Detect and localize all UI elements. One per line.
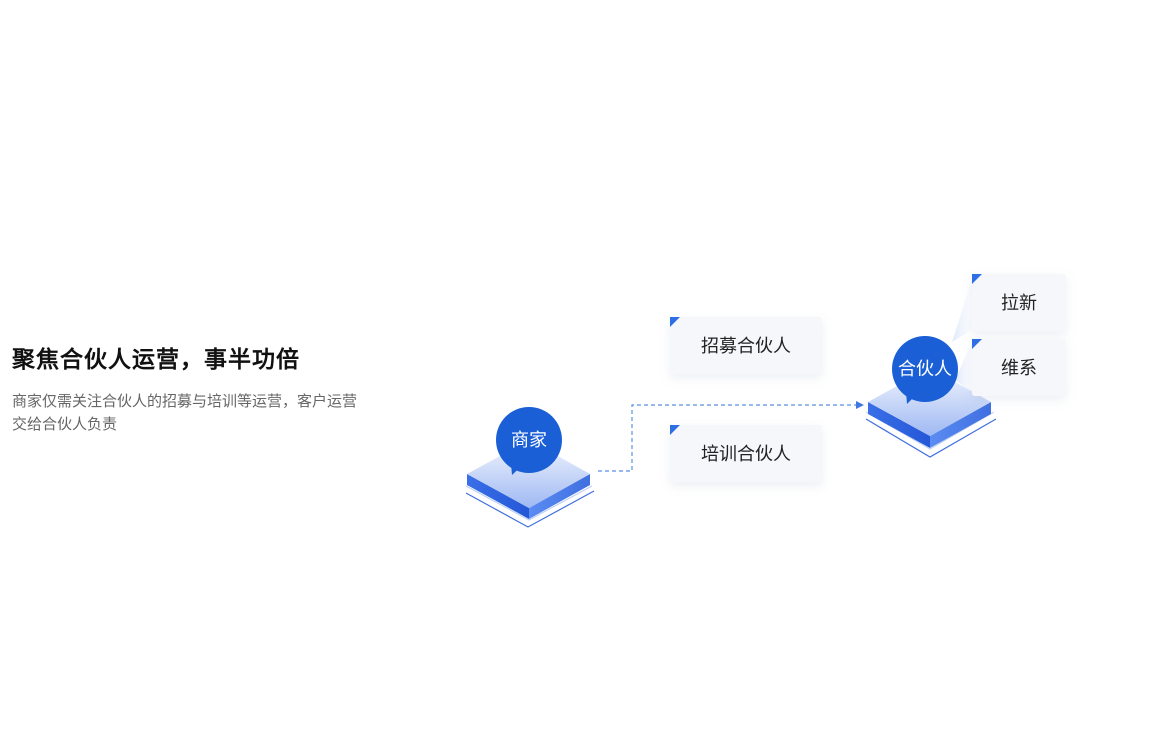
beam-shape	[955, 342, 972, 392]
beam-shape	[952, 280, 972, 342]
merchant-bubble: 商家	[496, 407, 562, 475]
task-card-train: 培训合伙人	[670, 425, 822, 482]
duty-label: 维系	[1001, 358, 1037, 379]
duty-card-acquire: 拉新	[972, 274, 1066, 331]
partner-bubble: 合伙人	[892, 336, 958, 404]
connector-arrowhead	[856, 401, 864, 409]
connector-line	[598, 404, 862, 472]
headline: 聚焦合伙人运营，事半功倍	[12, 347, 300, 373]
partner-platform	[865, 368, 997, 458]
description: 商家仅需关注合伙人的招募与培训等运营，客户运营交给合伙人负责	[12, 392, 358, 433]
task-label: 招募合伙人	[701, 336, 791, 357]
task-label: 培训合伙人	[701, 444, 791, 465]
duty-label: 拉新	[1001, 293, 1037, 314]
duty-card-maintain: 维系	[972, 339, 1066, 396]
merchant-platform	[465, 440, 595, 528]
merchant-label: 商家	[511, 430, 547, 451]
task-card-recruit: 招募合伙人	[670, 317, 822, 374]
partner-label: 合伙人	[898, 359, 952, 380]
